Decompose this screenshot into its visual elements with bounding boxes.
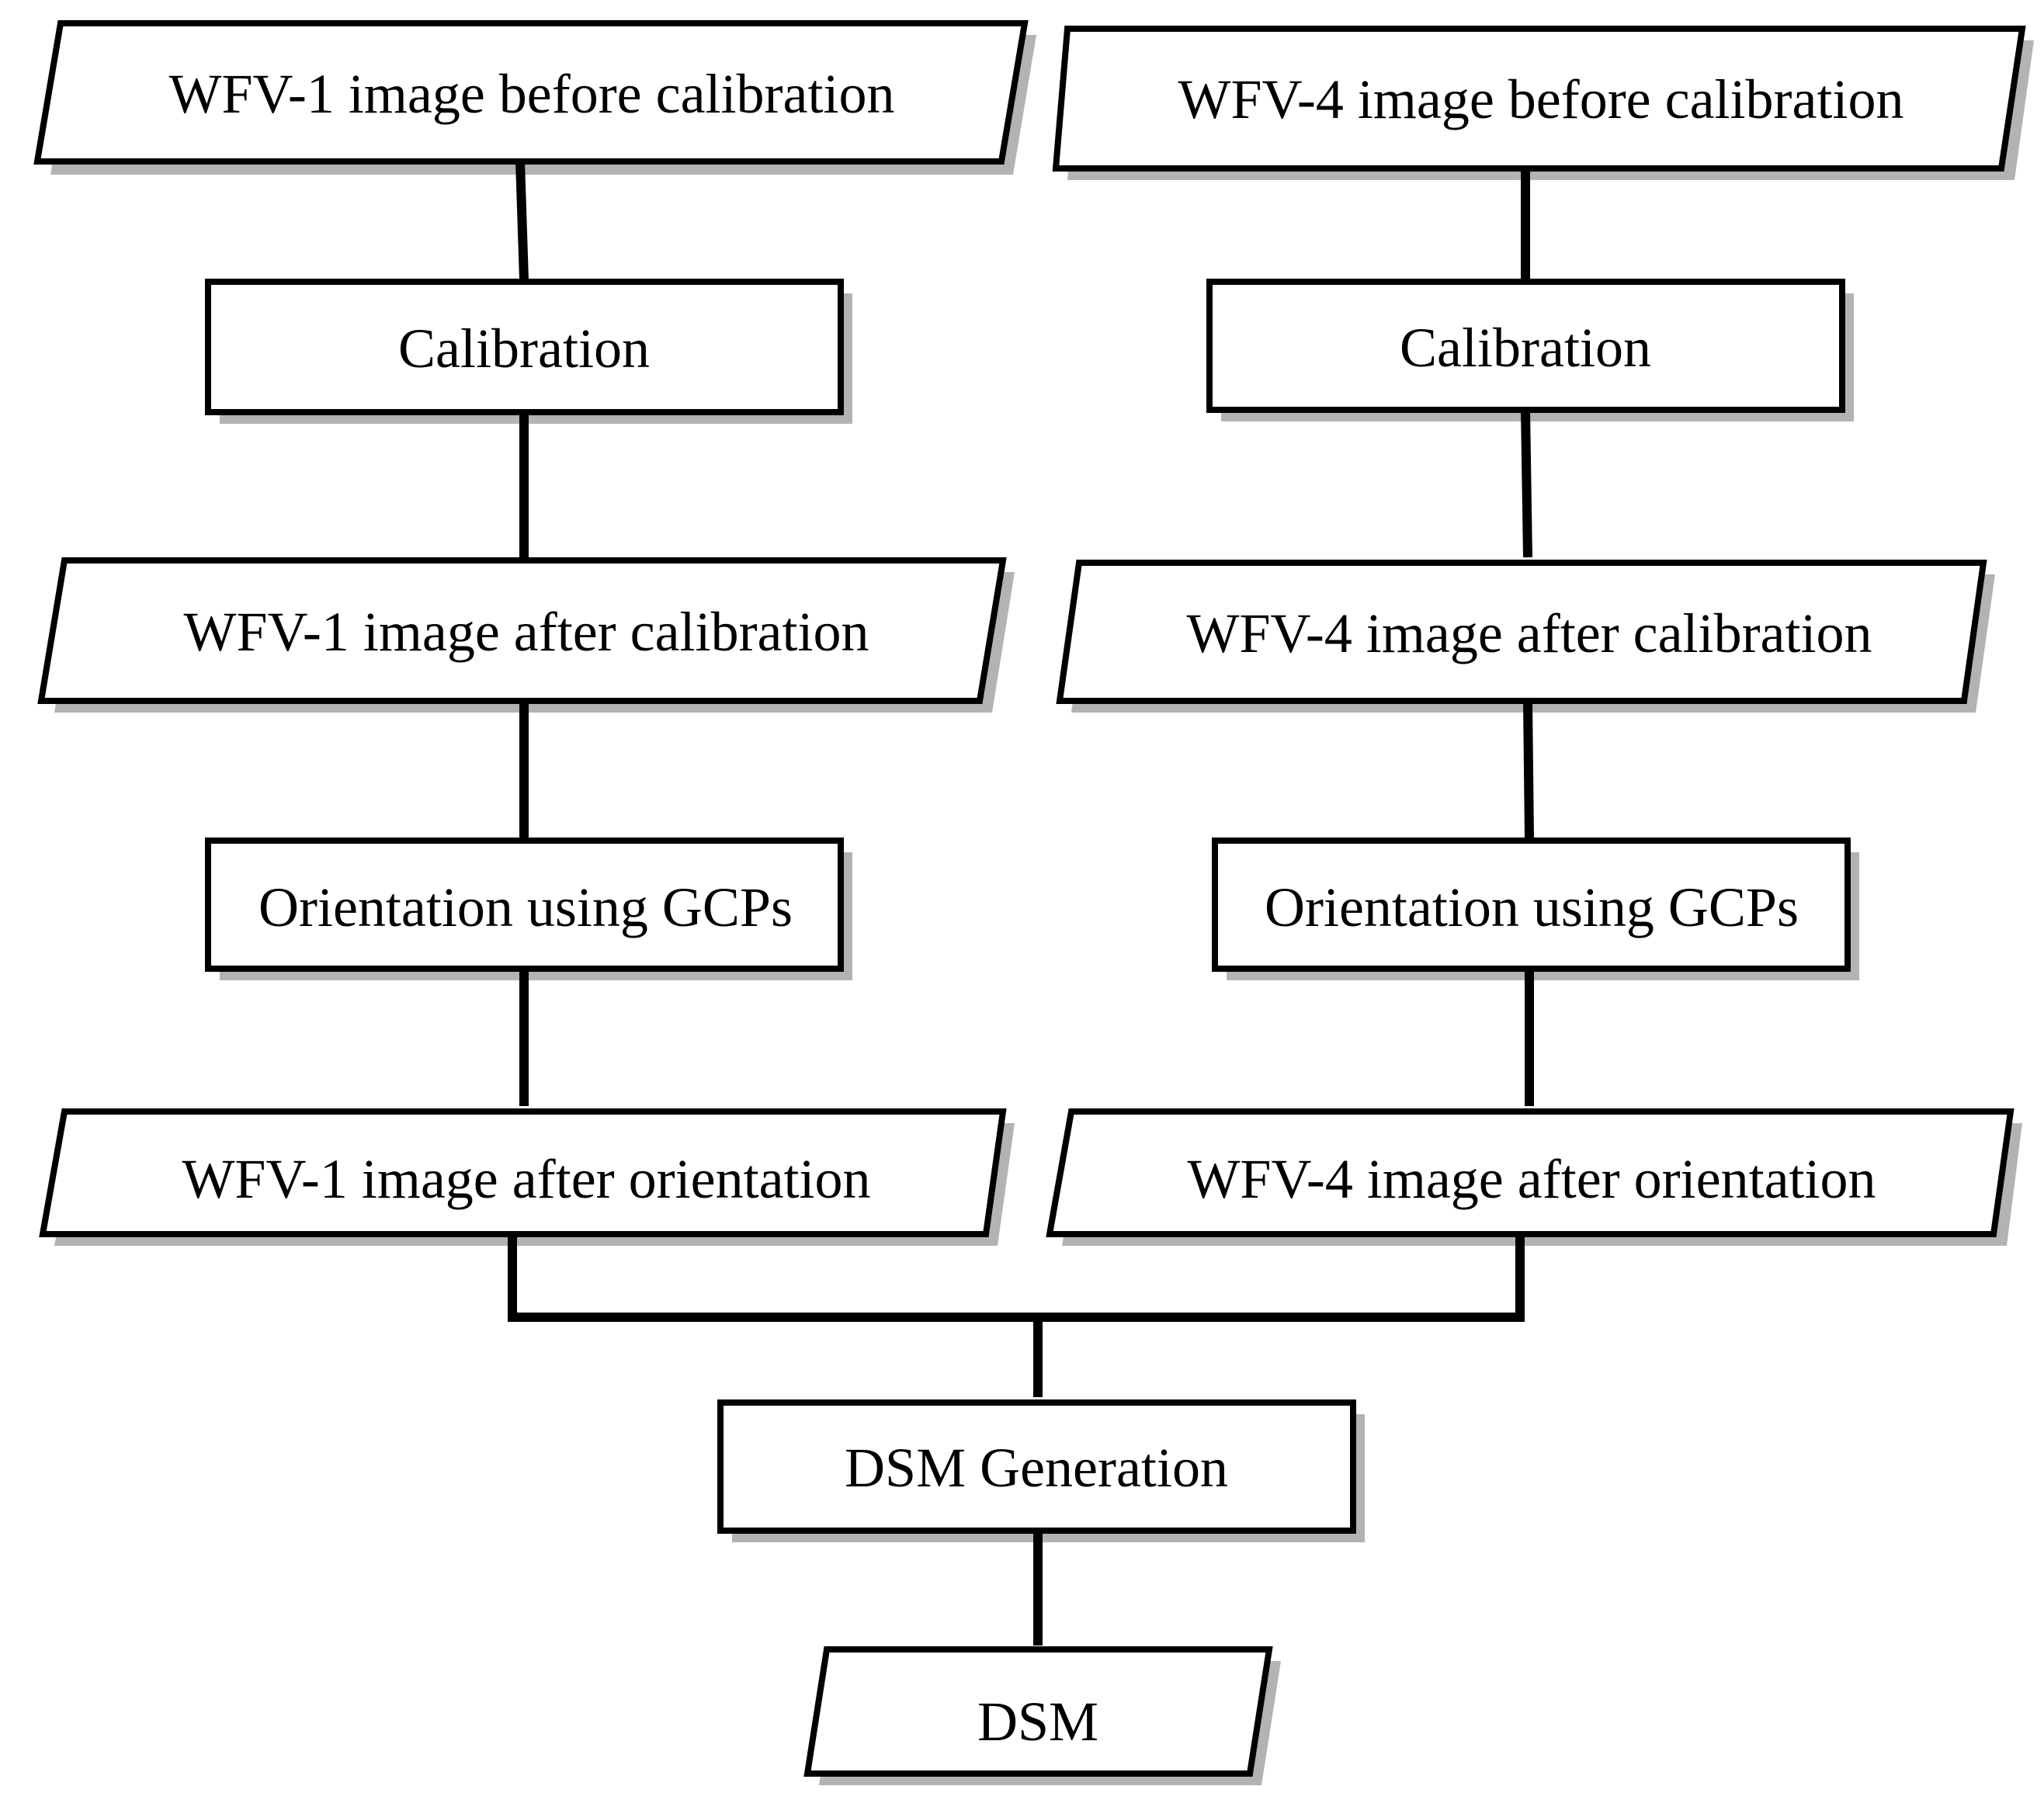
node-wfv1-after-calibration-label: WFV-1 image after calibration: [183, 601, 869, 663]
node-dsm-generation-label: DSM Generation: [845, 1437, 1228, 1499]
node-orientation-right-label: Orientation using GCPs: [1265, 876, 1799, 938]
node-wfv1-after-orientation: WFV-1 image after orientation: [39, 1108, 1015, 1246]
node-wfv1-before: WFV-1 image before calibration: [33, 20, 1036, 175]
node-wfv4-after-orientation: WFV-4 image after orientation: [1046, 1108, 2022, 1246]
node-dsm: DSM: [803, 1646, 1281, 1785]
node-orientation-left-label: Orientation using GCPs: [259, 876, 793, 938]
node-dsm-generation: DSM Generation: [717, 1399, 1365, 1542]
node-calibration-right-label: Calibration: [1400, 317, 1651, 379]
arrow-wfv1-to-calibration-left: [515, 161, 529, 280]
node-calibration-left: Calibration: [205, 279, 852, 424]
node-calibration-left-label: Calibration: [398, 317, 650, 380]
node-dsm-label: DSM: [977, 1691, 1098, 1753]
node-orientation-left: Orientation using GCPs: [205, 838, 852, 980]
node-wfv1-before-label: WFV-1 image before calibration: [168, 63, 894, 125]
node-wfv4-before: WFV-4 image before calibration: [1052, 26, 2034, 180]
node-wfv4-after-orientation-label: WFV-4 image after orientation: [1187, 1148, 1876, 1210]
arrow-after-calibration-to-orientation-right: [1523, 700, 1534, 839]
arrow-calibration-right-to-after-calibration: [1521, 409, 1532, 558]
node-orientation-right: Orientation using GCPs: [1212, 838, 1859, 980]
merge-connector: [508, 1234, 1525, 1322]
node-wfv4-after-calibration: WFV-4 image after calibration: [1056, 560, 1995, 713]
node-wfv4-before-label: WFV-4 image before calibration: [1178, 68, 1903, 130]
node-wfv4-after-calibration-label: WFV-4 image after calibration: [1186, 602, 1872, 664]
node-calibration-right: Calibration: [1206, 279, 1854, 421]
node-wfv1-after-orientation-label: WFV-1 image after orientation: [182, 1148, 870, 1210]
node-wfv1-after-calibration: WFV-1 image after calibration: [37, 557, 1015, 713]
